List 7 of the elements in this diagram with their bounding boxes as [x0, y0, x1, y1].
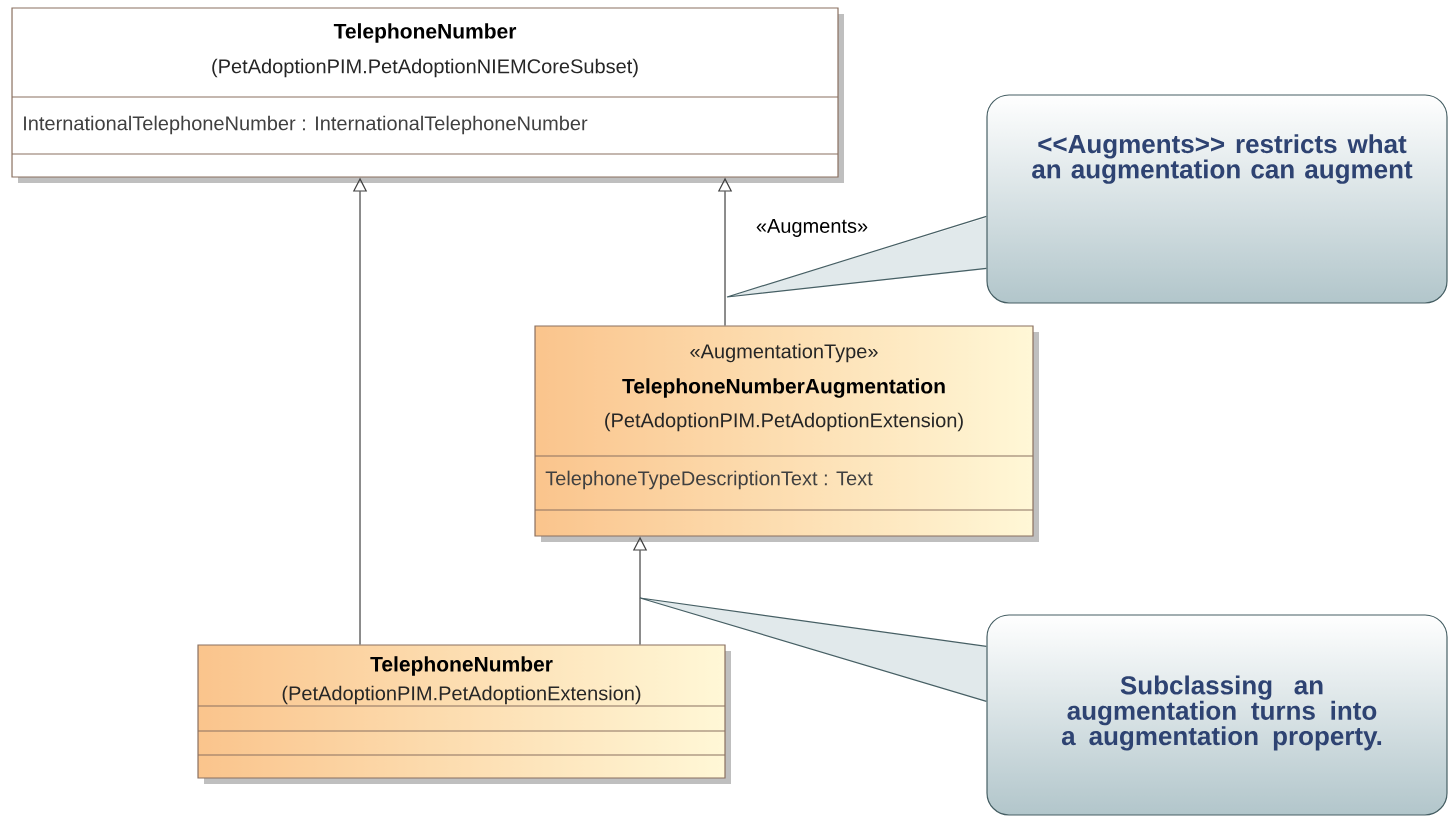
class-box: «AugmentationType» TelephoneNumberAugmentation (PetAdoptionPIM.PetAdoptionExtension) TelephoneTypeDescriptionText : Text	[534, 325, 1039, 542]
leader-line	[726, 215, 987, 298]
class-box: TelephoneNumber (PetAdoptionPIM.PetAdoptionExtension)	[197, 644, 731, 784]
class-box: TelephoneNumber (PetAdoptionPIM.PetAdoptionNIEMCoreSubset) InternationalTelephoneNumber : InternationalTelephoneNumber	[11, 7, 844, 183]
callout-box: Subclassing an augmentation turns into a augmentation property.	[640, 598, 1448, 816]
edge-label: «Augments»	[754, 218, 870, 238]
leader-line	[639, 597, 987, 702]
